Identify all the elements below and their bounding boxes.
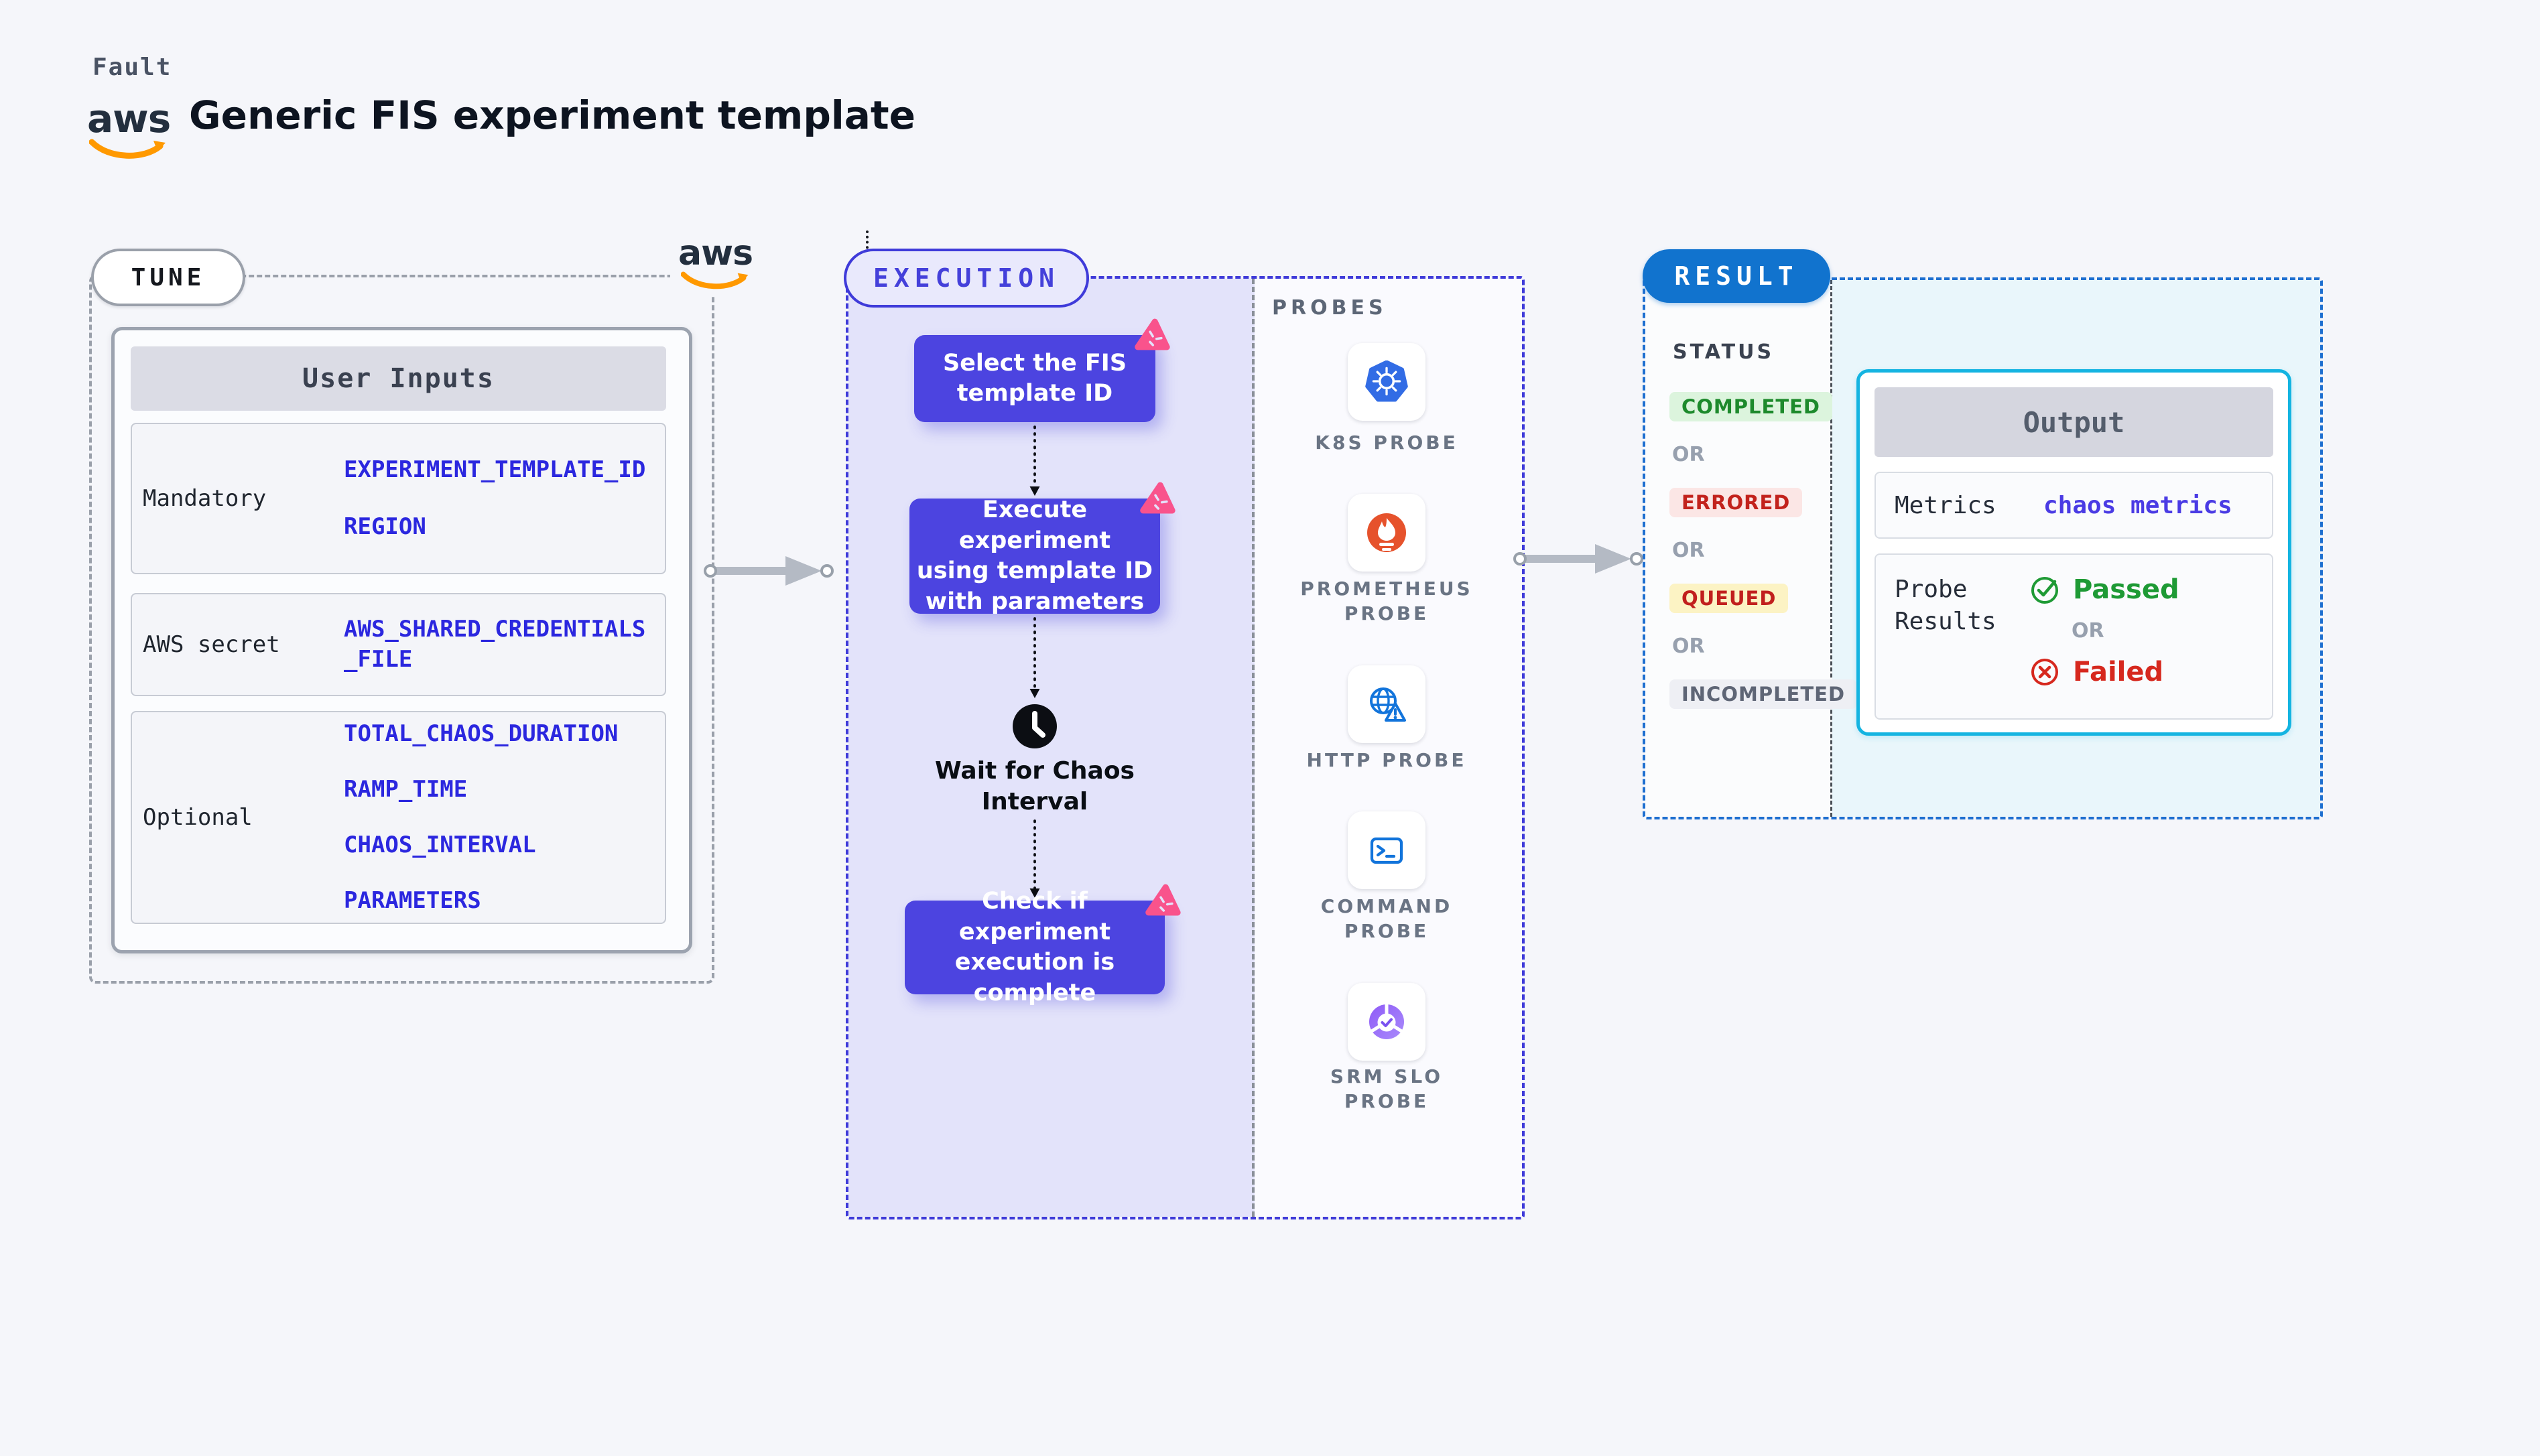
metrics-value: chaos metrics — [2043, 491, 2232, 519]
dotted-arrow-icon — [1029, 425, 1040, 496]
output-probe-results-row: Probe Results Passed OR Faile — [1875, 553, 2273, 720]
prometheus-icon — [1367, 513, 1406, 552]
output-metrics-row: Metrics chaos metrics — [1875, 472, 2273, 539]
output-card: Output Metrics chaos metrics Probe Resul… — [1856, 369, 2291, 736]
or-separator: OR — [1672, 539, 1705, 562]
globe-warning-icon — [1370, 687, 1406, 722]
aws-logo: aws — [87, 96, 171, 162]
row-label: Mandatory — [143, 485, 267, 512]
probe-label: SRM SLO PROBE — [1330, 1065, 1444, 1112]
slo-gauge-icon — [1369, 1003, 1404, 1039]
status-list: COMPLETED OR ERRORED OR QUEUED OR INCOMP… — [1669, 392, 1858, 709]
kubernetes-icon — [1365, 360, 1408, 402]
row-value: TOTAL_CHAOS_DURATION — [344, 720, 619, 748]
row-value: RAMP_TIME — [344, 776, 468, 803]
status-badge-incompleted: INCOMPLETED — [1669, 679, 1858, 709]
probe-card-http — [1348, 665, 1425, 743]
aws-logo-text: aws — [678, 233, 753, 273]
page-title: Generic FIS experiment template — [189, 92, 915, 138]
step-execute-experiment: Execute experiment using template ID wit… — [909, 497, 1160, 615]
probe-label: HTTP PROBE — [1306, 749, 1467, 771]
aws-smile-icon — [89, 139, 166, 159]
aws-logo-small: aws — [670, 232, 761, 296]
row-value: CHAOS_INTERVAL — [344, 832, 536, 858]
result-pill: RESULT — [1643, 249, 1830, 303]
table-row-mandatory: Mandatory EXPERIMENT_TEMPLATE_ID REGION — [131, 423, 666, 574]
step-check-complete: Check if experiment execution is complet… — [905, 888, 1165, 1006]
row-label: Optional — [143, 804, 253, 831]
chaos-badge-icon — [1140, 482, 1176, 514]
table-row-aws-secret: AWS secret AWS_SHARED_CREDENTIALS _FILE — [131, 593, 666, 696]
status-badge-completed: COMPLETED — [1669, 392, 1833, 421]
row-value: PARAMETERS — [344, 886, 481, 914]
arrow-tune-to-execution-icon — [704, 556, 834, 586]
row-value: REGION — [344, 513, 426, 540]
table-row-optional: Optional TOTAL_CHAOS_DURATION RAMP_TIME … — [131, 711, 666, 924]
probes-heading: PROBES — [1272, 296, 1387, 320]
probe-label: K8S PROBE — [1315, 432, 1458, 454]
or-separator: OR — [2072, 619, 2104, 643]
or-separator: OR — [1672, 635, 1705, 658]
tune-pill: TUNE — [91, 249, 245, 306]
chaos-badge-icon — [1145, 884, 1181, 916]
execution-flow-panel — [848, 279, 1255, 1217]
aws-smile-icon — [680, 271, 749, 289]
step-wait-interval: Wait for Chaos Interval — [935, 757, 1135, 815]
status-badge-errored: ERRORED — [1669, 488, 1803, 517]
dotted-arrow-icon — [1029, 819, 1040, 898]
x-circle-icon — [2031, 659, 2058, 685]
clock-icon — [1013, 704, 1057, 748]
status-badge-queued: QUEUED — [1669, 584, 1789, 613]
metrics-label: Metrics — [1895, 491, 1996, 519]
probe-label: PROMETHEUS PROBE — [1300, 578, 1473, 624]
row-value: AWS_SHARED_CREDENTIALS _FILE — [344, 616, 646, 673]
failed-label: Failed — [2073, 657, 2164, 687]
arrow-execution-to-result-icon — [1513, 544, 1643, 574]
status-heading: STATUS — [1673, 340, 1775, 364]
probe-card-k8s — [1348, 343, 1425, 421]
or-separator: OR — [1672, 443, 1705, 466]
tune-section — [89, 275, 714, 984]
probe-card-prometheus — [1348, 494, 1425, 572]
brand-label: Fault — [92, 54, 172, 81]
result-status-panel — [1645, 280, 1832, 817]
probe-card-command — [1348, 811, 1425, 889]
dotted-arrow-icon — [1029, 617, 1040, 698]
aws-logo-text: aws — [87, 96, 171, 141]
terminal-icon — [1370, 837, 1403, 864]
execution-section — [846, 276, 1525, 1219]
user-inputs-title: User Inputs — [131, 346, 666, 411]
passed-label: Passed — [2073, 574, 2179, 605]
user-inputs-card: User Inputs Mandatory EXPERIMENT_TEMPLAT… — [111, 327, 692, 953]
step-select-template: Select the FIS template ID — [914, 335, 1155, 422]
probe-results-label: Probe Results — [1895, 576, 1996, 635]
row-value: EXPERIMENT_TEMPLATE_ID — [344, 456, 646, 484]
chaos-badge-icon — [1135, 318, 1170, 350]
output-title: Output — [1875, 387, 2273, 457]
probe-label: COMMAND PROBE — [1320, 895, 1453, 942]
execution-pill: EXECUTION — [844, 249, 1089, 308]
probe-card-srm-slo — [1348, 983, 1425, 1061]
row-label: AWS secret — [143, 631, 280, 658]
check-circle-icon — [2031, 577, 2058, 604]
